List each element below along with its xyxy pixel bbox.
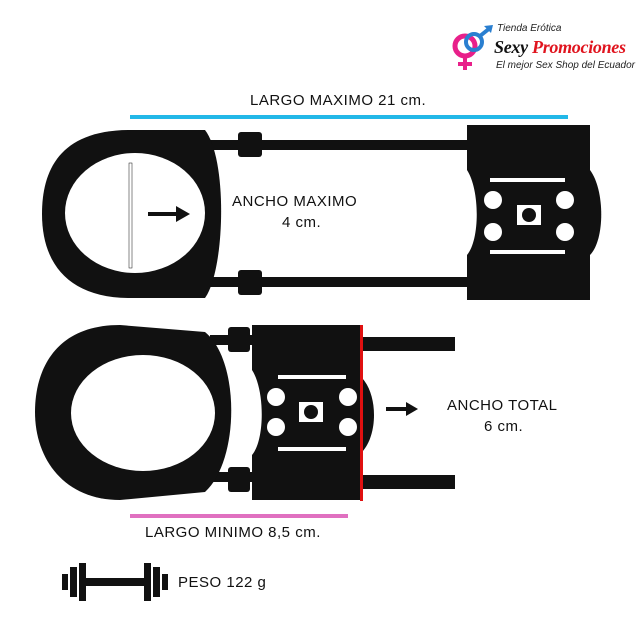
- logo-brand: Sexy Promociones: [494, 37, 626, 57]
- arrow-right-icon: [148, 206, 190, 222]
- logo-line1: Tienda Erótica: [497, 23, 562, 34]
- ancho-total-value: 6 cm.: [484, 418, 524, 435]
- ancho-maximo-label: ANCHO MAXIMO: [232, 193, 358, 210]
- logo-tagline: El mejor Sex Shop del Ecuador: [496, 60, 635, 71]
- device-extended: [42, 125, 602, 300]
- largo-minimo-line: [130, 514, 348, 518]
- ancho-total-label: ANCHO TOTAL: [447, 397, 558, 414]
- largo-maximo-label: LARGO MAXIMO 21 cm.: [250, 92, 427, 109]
- logo-brand-a: Sexy: [494, 37, 528, 57]
- gender-symbol-logo-icon: [452, 25, 493, 70]
- largo-maximo-line: [130, 115, 568, 119]
- largo-minimo-label: LARGO MINIMO 8,5 cm.: [145, 524, 321, 541]
- ancho-maximo-value: 4 cm.: [282, 214, 322, 231]
- logo-brand-b: Promociones: [532, 37, 626, 57]
- dumbbell-icon: [62, 563, 168, 601]
- device-contracted: [35, 325, 455, 500]
- arrow-right-icon: [386, 402, 418, 416]
- ancho-total-line: [360, 325, 363, 501]
- peso-label: PESO 122 g: [178, 574, 267, 591]
